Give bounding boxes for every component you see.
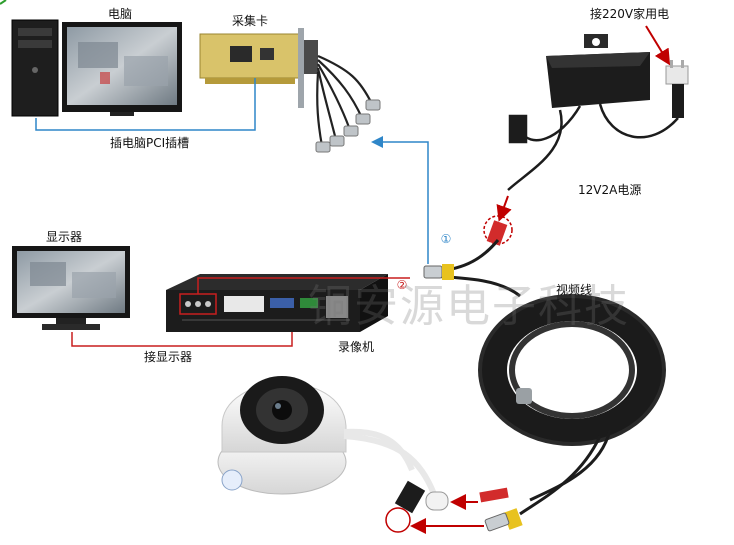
corner-mark bbox=[0, 0, 7, 5]
video-cable-label: 视频线 bbox=[556, 283, 593, 297]
video-cable-coil bbox=[478, 294, 666, 446]
capture-card-label: 采集卡 bbox=[232, 14, 269, 28]
pc-tower bbox=[11, 19, 59, 117]
power-adapter bbox=[546, 34, 650, 108]
dc-power-connector bbox=[483, 195, 513, 246]
power-note-label: 接220V家用电 bbox=[590, 7, 670, 21]
camera-pigtail bbox=[343, 428, 437, 496]
camera-side-connectors bbox=[479, 487, 523, 532]
step-2-marker: ② bbox=[396, 278, 408, 292]
pc-monitor bbox=[62, 22, 182, 116]
monitor-note-label: 接显示器 bbox=[144, 350, 193, 364]
dvr-input-line bbox=[197, 277, 410, 294]
display-monitor bbox=[12, 246, 130, 330]
bnc-connectors bbox=[315, 99, 381, 153]
monitor-connection-line bbox=[71, 332, 293, 347]
step-1-marker: ① bbox=[440, 232, 452, 246]
camera-cable bbox=[519, 429, 612, 516]
capture-card-cable bbox=[316, 54, 373, 147]
power-plug bbox=[665, 60, 689, 118]
capture-card-arrow bbox=[371, 136, 429, 264]
camera-pigtail-connectors bbox=[385, 480, 484, 534]
pci-note-label: 插电脑PCI插槽 bbox=[110, 136, 190, 150]
capture-card bbox=[199, 28, 318, 108]
bnc-video-connector bbox=[423, 264, 454, 280]
dome-camera bbox=[217, 376, 347, 495]
pci-connection-line bbox=[35, 78, 256, 131]
computer-label: 电脑 bbox=[108, 7, 133, 21]
dvr-label: 录像机 bbox=[338, 340, 375, 354]
power-arrow bbox=[645, 25, 671, 66]
watermark: 铜安源电子科技 bbox=[308, 281, 630, 332]
power-cables bbox=[507, 103, 679, 191]
dvr-recorder bbox=[166, 274, 388, 332]
monitor-label: 显示器 bbox=[46, 230, 83, 244]
power-supply-label: 12V2A电源 bbox=[578, 183, 642, 197]
cable-tie bbox=[516, 388, 532, 404]
